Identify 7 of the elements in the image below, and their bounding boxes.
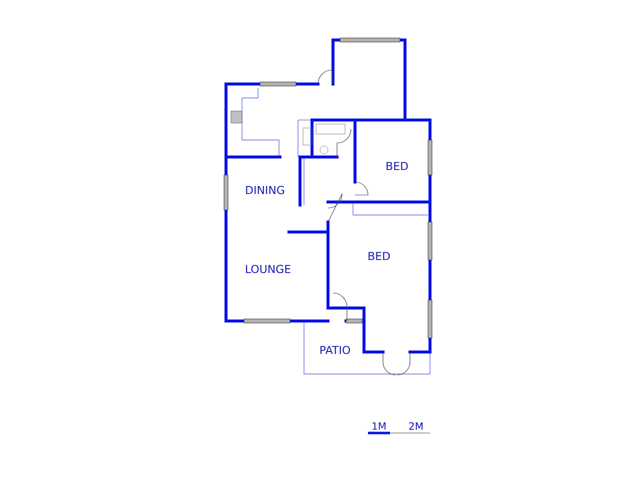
room-label: DINING (246, 186, 284, 194)
room-label: BED (368, 252, 390, 260)
scale-label: 1M (372, 422, 386, 430)
room-label: LOUNGE (246, 264, 290, 274)
room-label: BED (386, 162, 408, 170)
room-label: PATIO (320, 346, 350, 354)
scale-label: 2M (409, 422, 423, 430)
